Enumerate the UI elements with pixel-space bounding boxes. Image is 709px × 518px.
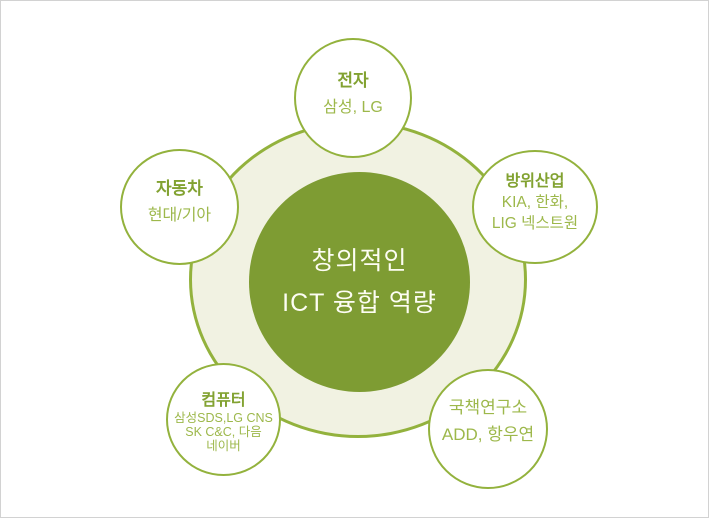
node-research-line1: ADD, 항우연 — [441, 425, 535, 444]
node-computer-title: 컴퓨터 — [201, 392, 246, 409]
node-defense-line1: KIA, 한화, — [501, 193, 569, 211]
node-defense: 방위산업 KIA, 한화, LIG 넥스트원 — [472, 150, 598, 264]
node-electronics-title: 전자 — [337, 70, 369, 90]
node-defense-content: 방위산업 KIA, 한화, LIG 넥스트원 — [492, 167, 578, 234]
center-title-line1: 창의적인 — [311, 247, 408, 275]
node-defense-title: 방위산업 — [505, 172, 565, 190]
node-automotive-content: 자동차 현대/기아 — [148, 174, 211, 225]
node-automotive-line1: 현대/기아 — [147, 206, 212, 224]
node-electronics-content: 전자 삼성, LG — [323, 66, 383, 117]
node-electronics: 전자 삼성, LG — [294, 38, 412, 158]
node-electronics-line1: 삼성, LG — [323, 98, 383, 116]
node-research-content: 국책연구소 ADD, 항우연 — [442, 393, 534, 445]
node-research-title: 국책연구소 — [448, 398, 528, 417]
node-computer: 컴퓨터 삼성SDS,LG CNS SK C&C, 다음 네이버 — [166, 363, 281, 476]
node-computer-line2: SK C&C, 다음 — [185, 425, 262, 439]
node-automotive: 자동차 현대/기아 — [120, 149, 239, 265]
node-computer-line1: 삼성SDS,LG CNS — [174, 411, 273, 425]
node-defense-line2: LIG 넥스트원 — [491, 214, 579, 232]
node-computer-content: 컴퓨터 삼성SDS,LG CNS SK C&C, 다음 네이버 — [174, 386, 273, 453]
node-research: 국책연구소 ADD, 항우연 — [428, 369, 548, 489]
center-title-line2: ICT 융합 역량 — [282, 289, 437, 317]
node-automotive-title: 자동차 — [156, 178, 203, 198]
node-computer-line3: 네이버 — [206, 439, 241, 453]
center-circle: 창의적인 ICT 융합 역량 — [249, 172, 470, 392]
